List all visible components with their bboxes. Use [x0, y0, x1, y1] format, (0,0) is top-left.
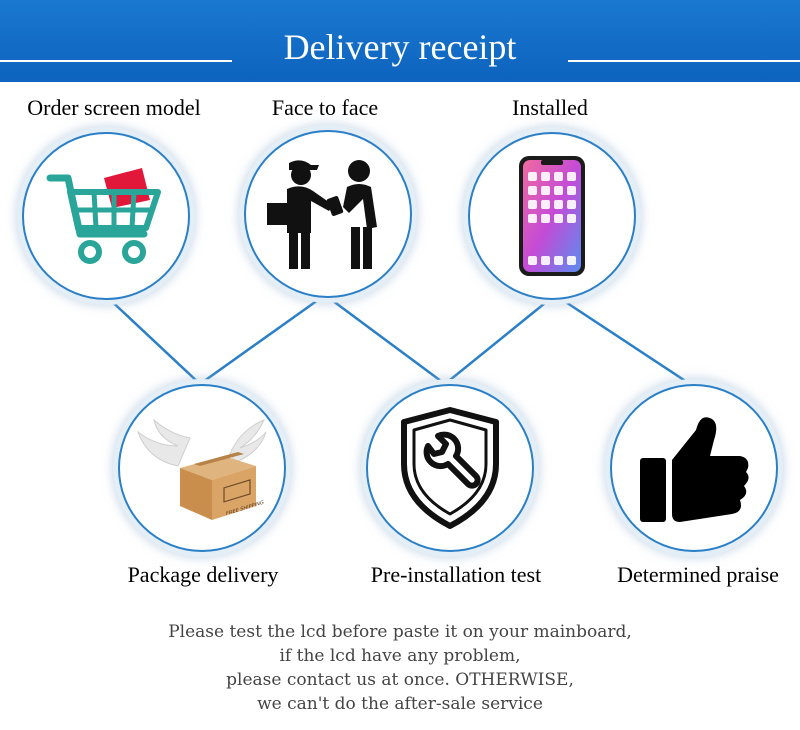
connector-line [554, 293, 691, 386]
step-label-determined-praise: Determined praise [617, 562, 779, 587]
step-label-order-screen-model: Order screen model [27, 95, 201, 120]
notice-line: we can't do the after-sale service [257, 694, 543, 714]
step-face-to-face [244, 130, 412, 298]
notice-line: if the lcd have any problem, [279, 646, 521, 666]
after-sale-notice: Please test the lcd before paste it on y… [0, 620, 800, 716]
notice-line: Please test the lcd before paste it on y… [168, 622, 632, 642]
step-label-package-delivery: Package delivery [127, 562, 279, 587]
thumbs-up-icon [640, 417, 749, 522]
shield-wrench-icon [401, 407, 499, 529]
connector-line [104, 294, 201, 385]
banner-rule-left [0, 60, 232, 62]
step-determined-praise [610, 384, 778, 552]
connector-line [324, 293, 446, 386]
connector-line [199, 293, 326, 386]
step-label-face-to-face: Face to face [271, 95, 379, 120]
notice-line: please contact us at once. OTHERWISE, [226, 670, 574, 690]
step-label-pre-installation-test: Pre-installation test [370, 562, 542, 587]
smartphone-icon [519, 156, 585, 276]
connector-line [444, 294, 556, 385]
shopping-cart-icon [46, 168, 161, 264]
header-banner: Delivery receipt process [0, 0, 800, 117]
step-order-screen-model [22, 132, 190, 300]
handover-icon [267, 160, 377, 269]
winged-box-icon: FREE SHIPPING [136, 418, 267, 520]
page-title: Delivery receipt process [283, 27, 517, 117]
banner-rule-right [568, 60, 800, 62]
step-package-delivery: FREE SHIPPING [118, 384, 286, 552]
step-label-installed: Installed [512, 95, 588, 120]
step-installed [468, 132, 636, 300]
step-pre-installation-test [366, 384, 534, 552]
